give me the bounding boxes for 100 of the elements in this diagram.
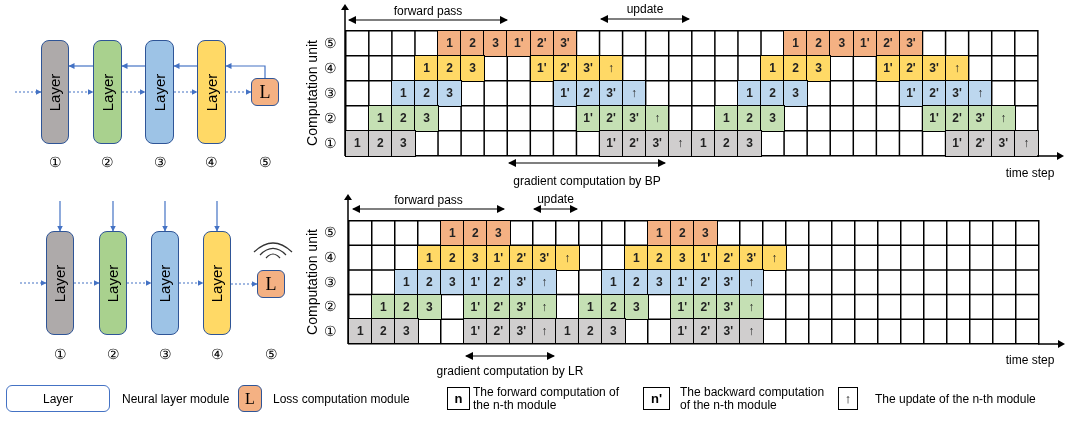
schedule-step: ↑	[1014, 130, 1039, 157]
schedule-step: 3'	[552, 30, 578, 57]
schedule-step: 2	[368, 130, 393, 157]
schedule-step: 2	[760, 80, 785, 107]
row-label: ④	[323, 249, 337, 264]
schedule-step: 3'	[509, 318, 534, 345]
schedule-step: 1	[783, 30, 808, 57]
schedule-step: 1	[345, 130, 370, 157]
schedule-step: 2	[624, 269, 649, 296]
row-label: ①	[323, 135, 337, 150]
schedule-step: 3'	[509, 269, 534, 296]
axis-title: Computation unit	[305, 39, 319, 146]
arrow	[57, 200, 63, 232]
schedule-step: 2'	[486, 293, 511, 320]
axis-title: Computation unit	[305, 228, 319, 335]
arrow	[162, 200, 168, 232]
schedule-step: 2	[578, 318, 603, 345]
schedule-step: 2	[414, 80, 439, 107]
schedule-step: ↑	[598, 55, 624, 82]
schedule-step: 3	[601, 318, 626, 345]
schedule-step: 3	[394, 318, 419, 345]
schedule-step: 1	[714, 105, 739, 132]
schedule-step: 1	[601, 269, 626, 296]
schedule-step: 2'	[716, 244, 741, 271]
row-label: ③	[323, 274, 337, 289]
schedule-step: 3	[486, 220, 511, 247]
schedule-step: ↑	[532, 293, 557, 320]
row-label: ②	[323, 299, 337, 314]
span-label: update	[626, 3, 664, 15]
unit-number: ①	[48, 155, 62, 169]
schedule-step: 1	[414, 55, 439, 82]
schedule-step: 2	[394, 293, 419, 320]
arrow	[173, 63, 198, 69]
schedule-step: 1	[578, 293, 603, 320]
schedule-step: 1'	[463, 269, 488, 296]
span-label: update	[537, 193, 574, 205]
layer-module: Layer	[93, 40, 122, 144]
row-label: ⑤	[323, 225, 337, 240]
schedule-step: ↑	[621, 80, 647, 107]
unit-number: ①	[53, 347, 67, 361]
schedule-step: 1	[391, 80, 416, 107]
schedule-step: ↑	[532, 269, 557, 296]
row-label: ③	[323, 85, 337, 100]
arrow	[214, 200, 220, 232]
schedule-step: 1'	[552, 80, 578, 107]
schedule-step: 2'	[486, 318, 511, 345]
arrow	[173, 89, 198, 95]
axis-title: time step	[1005, 167, 1055, 179]
forward-sample: n	[447, 387, 470, 410]
layer-module: Layer	[46, 231, 74, 335]
schedule-step: 1'	[506, 30, 532, 57]
legend-text: The forward computation of the n-th module	[473, 386, 621, 412]
axis-title: time step	[1005, 354, 1055, 366]
schedule-step: 2	[437, 55, 462, 82]
schedule-step: 1'	[463, 293, 488, 320]
layer-module: Layer	[197, 40, 226, 144]
unit-number: ③	[153, 155, 167, 169]
schedule-step: 1	[394, 269, 419, 296]
unit-number: ④	[204, 155, 218, 169]
arrow	[178, 280, 204, 286]
arrow	[110, 200, 116, 232]
layer-module: Layer	[151, 231, 179, 335]
schedule-step: ↑	[644, 105, 670, 132]
schedule-step: 2	[460, 30, 485, 57]
schedule-step: 1	[348, 318, 373, 345]
schedule-step: 3	[391, 130, 416, 157]
schedule-step: 1	[647, 220, 672, 247]
layer-sample: Layer	[6, 385, 110, 412]
schedule-step: 2	[601, 293, 626, 320]
arrow	[68, 89, 94, 95]
legend-text: Loss computation module	[273, 392, 410, 406]
schedule-step: 2	[417, 269, 442, 296]
schedule-step: 1	[368, 105, 393, 132]
unit-number: ④	[210, 347, 224, 361]
loss-module: L	[251, 78, 279, 106]
schedule-step: ↑	[990, 105, 1016, 132]
schedule-step: 1	[691, 130, 716, 157]
arrow	[14, 89, 42, 95]
schedule-step: 3	[806, 55, 831, 82]
legend-text: Neural layer module	[122, 392, 230, 406]
schedule-step: 1'	[529, 55, 555, 82]
schedule-step: 2	[714, 130, 739, 157]
row-label: ②	[323, 110, 337, 125]
span-label: gradient computation by BP	[513, 175, 661, 187]
layer-module: Layer	[145, 40, 174, 144]
schedule-step: 3	[417, 293, 442, 320]
schedule-step: 2	[440, 244, 465, 271]
unit-number: ③	[158, 347, 172, 361]
schedule-step: 2'	[509, 244, 534, 271]
schedule-step: 1	[555, 318, 580, 345]
schedule-step: 2'	[693, 318, 718, 345]
arrow	[121, 63, 146, 69]
schedule-step: 2	[670, 220, 695, 247]
schedule-step: 1'	[944, 130, 970, 157]
arrow	[121, 89, 146, 95]
schedule-step: 1'	[670, 269, 695, 296]
unit-number: ②	[106, 347, 120, 361]
update-sample: ↑	[838, 387, 858, 410]
arrow	[225, 89, 252, 95]
schedule-step: 2	[806, 30, 831, 57]
